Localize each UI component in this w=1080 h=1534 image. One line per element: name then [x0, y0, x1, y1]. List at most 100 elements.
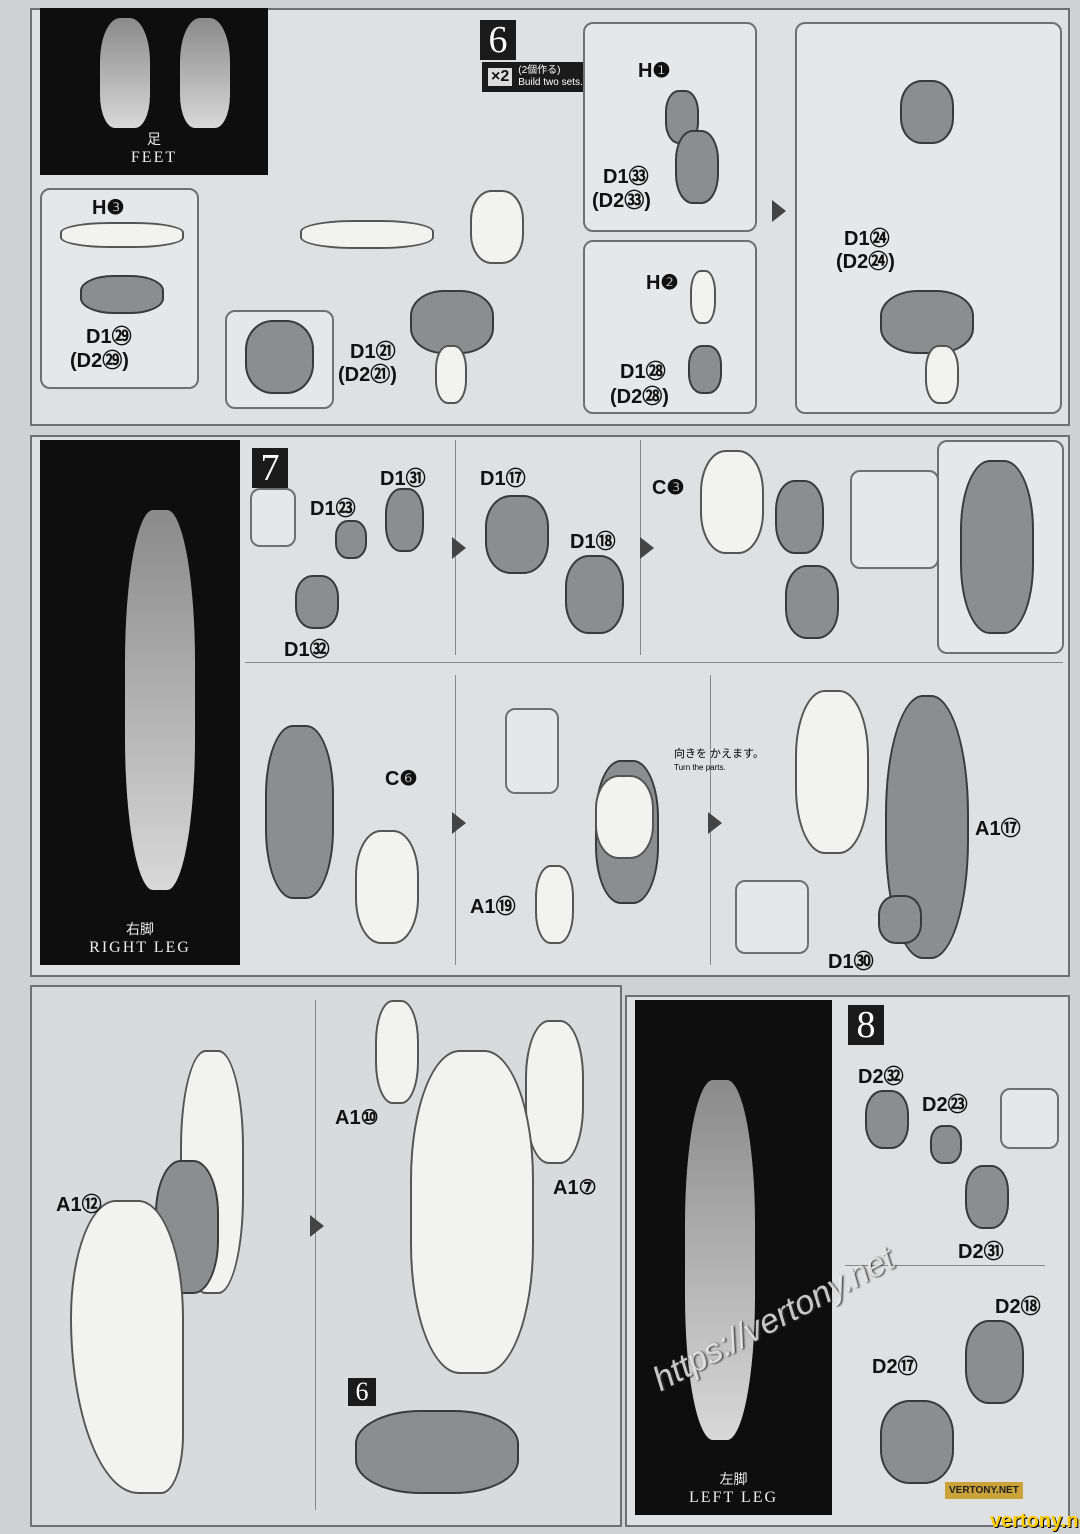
turn-note-jp: 向きを かえます。: [674, 748, 764, 760]
part-label: D1㉚: [828, 951, 874, 973]
image-caption-jp: 右脚: [126, 923, 154, 938]
divider: [845, 1265, 1045, 1266]
divider: [315, 1000, 316, 1510]
part: [245, 320, 314, 394]
part: [965, 1165, 1009, 1229]
image-caption-jp: 足: [147, 133, 161, 148]
part-label: D1㉙: [86, 326, 132, 348]
part: [785, 565, 839, 639]
part-label: (D2㉘): [610, 386, 669, 408]
part-label: A1⑩: [335, 1107, 379, 1129]
step-reference-badge: 6: [348, 1378, 376, 1406]
detail-box: [850, 470, 939, 569]
image-caption-jp: 左脚: [719, 1473, 748, 1488]
watermark-site: vertony.net: [990, 1510, 1080, 1532]
part: [525, 1020, 584, 1164]
part-label: (D2㉝): [592, 190, 651, 212]
part: [700, 450, 764, 554]
part: [300, 220, 434, 249]
step-number: 6: [480, 20, 516, 60]
detail-box: [1000, 1088, 1059, 1149]
part: [795, 690, 869, 854]
detail-box: [735, 880, 809, 954]
arrow-icon: [708, 812, 722, 834]
part: [690, 270, 716, 324]
badge-jp: (2個作る): [518, 65, 561, 76]
part-label: D2㉜: [858, 1066, 904, 1088]
callout-box: [505, 708, 559, 794]
part-label: H❶: [638, 60, 671, 82]
part: [410, 1050, 534, 1374]
part-label: H❸: [92, 197, 125, 219]
part-label: D2㉛: [958, 1241, 1004, 1263]
part: [878, 895, 922, 944]
part: [775, 480, 824, 554]
build-two-sets-badge: ×2 (2個作る)Build two sets.: [482, 62, 589, 92]
part-label: D1㉝: [603, 166, 649, 188]
subassembly-box: [583, 240, 757, 414]
part: [880, 290, 974, 354]
detail-box: [250, 488, 296, 547]
part: [688, 345, 722, 394]
part: [565, 555, 624, 634]
part-label: A1⑫: [56, 1194, 102, 1216]
part: [880, 1400, 954, 1484]
part-label: A1⑦: [553, 1177, 597, 1199]
part: [265, 725, 334, 899]
part-label: (D2㉔): [836, 251, 895, 273]
part-label: D1⑰: [480, 468, 526, 490]
part: [355, 1410, 519, 1494]
part: [535, 865, 574, 944]
part-label: C❻: [385, 768, 418, 790]
part-label: D1⑱: [570, 531, 616, 553]
arrow-icon: [452, 812, 466, 834]
part-label: A1⑰: [975, 818, 1021, 840]
part: [410, 290, 494, 354]
part: [375, 1000, 419, 1104]
arrow-icon: [772, 200, 786, 222]
step-number: 7: [252, 448, 288, 488]
part-label: D1㉑: [350, 341, 396, 363]
part-label: D1㉛: [380, 468, 426, 490]
part: [865, 1090, 909, 1149]
part: [925, 345, 959, 404]
part-label: D1㉓: [310, 498, 356, 520]
part: [295, 575, 339, 629]
part: [595, 775, 654, 859]
part: [675, 130, 719, 204]
watermark-logo: VERTONY.NET: [945, 1482, 1023, 1499]
image-caption-en: FEET: [130, 149, 178, 166]
arrow-icon: [310, 1215, 324, 1237]
step-number: 8: [848, 1005, 884, 1045]
image-caption-en: LEFT LEG: [688, 1489, 779, 1506]
part-label: C❸: [652, 477, 685, 499]
part: [335, 520, 367, 559]
part-label: D2㉓: [922, 1094, 968, 1116]
turn-parts-note: 向きを かえます。 Turn the parts.: [674, 748, 764, 774]
badge-en: Build two sets.: [518, 77, 583, 88]
arrow-icon: [640, 537, 654, 559]
arrow-icon: [452, 537, 466, 559]
part: [80, 275, 164, 314]
part: [435, 345, 467, 404]
part: [355, 830, 419, 944]
part: [960, 460, 1034, 634]
part-label: D2⑱: [995, 1296, 1041, 1318]
part-label: D2⑰: [872, 1356, 918, 1378]
part: [900, 80, 954, 144]
image-caption-en: RIGHT LEG: [89, 939, 191, 956]
part: [60, 222, 184, 248]
part: [930, 1125, 962, 1164]
part: [965, 1320, 1024, 1404]
part-label: D1㉔: [844, 228, 890, 250]
part-label: H❷: [646, 272, 679, 294]
part-label: D1㉘: [620, 361, 666, 383]
part-label: D1㉜: [284, 639, 330, 661]
part-label: A1⑲: [470, 896, 516, 918]
part: [385, 488, 424, 552]
part-label: (D2㉑): [338, 364, 397, 386]
divider: [245, 662, 1063, 663]
part: [470, 190, 524, 264]
